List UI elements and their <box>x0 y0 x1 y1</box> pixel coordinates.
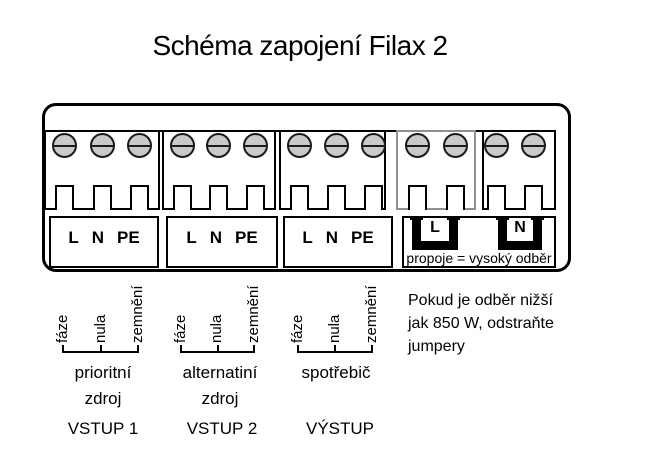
screw-terminal-icon <box>51 133 77 158</box>
terminal-label: N <box>91 228 104 247</box>
jumper-n-icon: N <box>496 216 544 250</box>
screw-terminal-icon <box>442 133 468 158</box>
terminal-slot <box>326 185 346 210</box>
wire-label-ground: zemnění <box>129 285 146 343</box>
page-title: Schéma zapojení Filax 2 <box>152 30 448 61</box>
source-name-line: zdroj <box>201 389 239 408</box>
jumper-l-icon: L <box>410 216 460 250</box>
port-label-vystup: VÝSTUP <box>305 419 375 438</box>
jumper-cap-right <box>531 216 544 220</box>
jumper-post-right <box>449 216 458 250</box>
source-name-line: prioritní <box>74 363 132 382</box>
screw-terminal-icon <box>89 133 115 158</box>
terminal-slot <box>172 185 192 210</box>
terminal-slot <box>289 185 309 210</box>
wire-label-neutral: nula <box>92 314 109 343</box>
jumper-label: N <box>514 219 526 236</box>
source-name-input1: prioritní zdroj <box>43 360 163 412</box>
wire-label-neutral: nula <box>208 314 225 343</box>
source-name-output: spotřebič <box>276 360 396 386</box>
terminal-slot <box>363 185 383 210</box>
screw-terminal-icon <box>323 133 349 158</box>
terminal-slot <box>129 185 149 210</box>
jumper-cap-left <box>410 216 423 220</box>
source-name-line: alternatiní <box>182 363 258 382</box>
wire-label-neutral: nula <box>326 314 343 343</box>
wire-label-phase: fáze <box>54 314 71 343</box>
terminal-slot <box>486 185 506 210</box>
terminal-label: L <box>68 228 79 247</box>
jumper-post-right <box>533 216 542 250</box>
terminal-slot <box>523 185 543 210</box>
source-name-input2: alternatiní zdroj <box>160 360 280 412</box>
jumper-cap-left <box>496 216 509 220</box>
port-label-vstup2: VSTUP 2 <box>186 419 258 438</box>
terminal-label: L <box>302 228 313 247</box>
terminal-label-box-input2: L N PE <box>166 216 278 268</box>
screw-terminal-icon <box>242 133 268 158</box>
wire-label-ground: zemnění <box>363 285 380 343</box>
jumper-label: L <box>430 219 440 236</box>
screw-terminal-icon <box>520 133 546 158</box>
usage-note: Pokud je odběr nižší jak 850 W, odstraňt… <box>408 289 608 358</box>
wire-group-bracket <box>62 345 139 353</box>
usage-note-line: jak 850 W, odstraňte <box>408 315 554 332</box>
screw-terminal-icon <box>483 133 509 158</box>
screw-terminal-icon <box>169 133 195 158</box>
terminal-label-box-input1: L N PE <box>49 216 159 268</box>
jumper-post-left <box>412 216 421 250</box>
terminal-slot <box>407 185 427 210</box>
wire-label-ground: zemnění <box>245 285 262 343</box>
wire-group-bracket <box>180 345 255 353</box>
jumper-note: propoje = vysoký odběr <box>406 250 552 266</box>
jumper-post-left <box>498 216 507 250</box>
wire-label-phase: fáze <box>289 314 306 343</box>
terminal-slot <box>208 185 228 210</box>
terminal-label: PE <box>116 228 140 247</box>
jumper-cap-right <box>447 216 460 220</box>
screw-terminal-icon <box>286 133 312 158</box>
terminal-slot <box>92 185 112 210</box>
terminal-label: L <box>186 228 197 247</box>
wire-label-phase: fáze <box>172 314 189 343</box>
jumper-bar <box>412 241 458 250</box>
terminal-label: N <box>209 228 222 247</box>
terminal-slot <box>245 185 265 210</box>
usage-note-line: Pokud je odběr nižší <box>408 292 553 309</box>
jumper-bar <box>498 241 542 250</box>
terminal-label: PE <box>350 228 374 247</box>
source-name-line: spotřebič <box>301 363 371 382</box>
screw-terminal-icon <box>360 133 386 158</box>
port-label-vstup1: VSTUP 1 <box>67 419 139 438</box>
screw-terminal-icon <box>126 133 152 158</box>
terminal-label: PE <box>234 228 258 247</box>
terminal-slot <box>54 185 74 210</box>
screw-terminal-icon <box>205 133 231 158</box>
terminal-slot <box>445 185 465 210</box>
terminal-label-box-output: L N PE <box>283 216 393 268</box>
wire-group-bracket <box>297 345 373 353</box>
screw-terminal-icon <box>404 133 430 158</box>
source-name-line: zdroj <box>84 389 122 408</box>
usage-note-line: jumpery <box>408 338 465 355</box>
terminal-label: N <box>325 228 338 247</box>
